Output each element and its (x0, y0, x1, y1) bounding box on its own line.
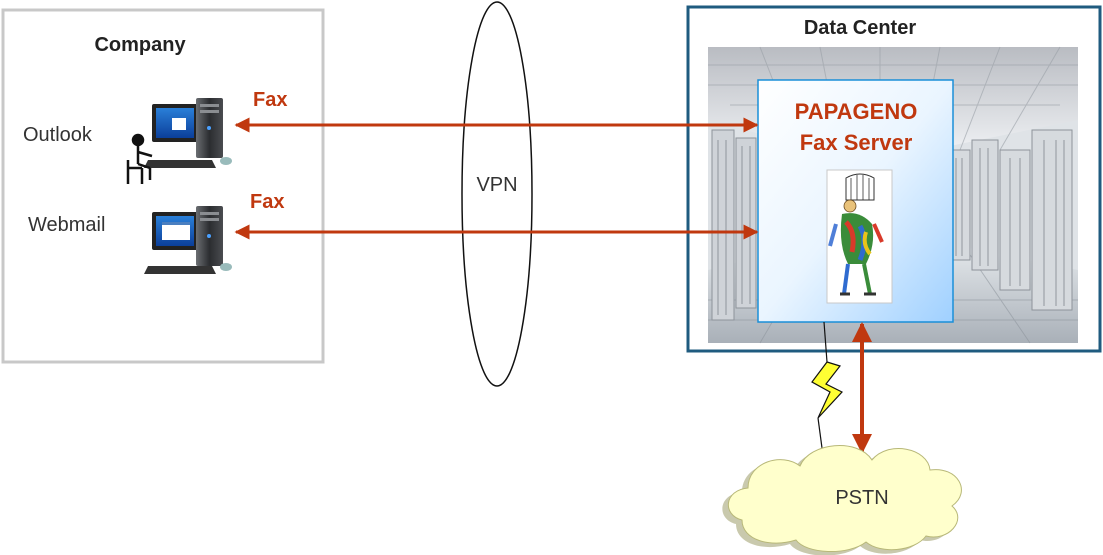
server-type: Fax Server (800, 130, 913, 155)
webmail-fax-label: Fax (250, 191, 284, 213)
company-box: Company (1, 8, 325, 364)
pstn-label: PSTN (835, 487, 888, 509)
outlook-label: Outlook (23, 124, 93, 146)
user-figure-icon (126, 133, 153, 184)
papageno-figure-image (826, 169, 893, 304)
outlook-computer-icon (144, 98, 232, 168)
webmail-computer-icon (144, 206, 232, 274)
data-center-title: Data Center (804, 17, 916, 39)
outlook-fax-label: Fax (253, 89, 287, 111)
pstn-cloud: PSTN (722, 445, 962, 555)
server-name: PAPAGENO (795, 99, 918, 124)
lightning-icon (811, 321, 843, 449)
company-title: Company (94, 34, 186, 56)
webmail-label: Webmail (28, 214, 105, 236)
vpn-label: VPN (476, 174, 517, 196)
vpn-tunnel: VPN (461, 1, 533, 387)
